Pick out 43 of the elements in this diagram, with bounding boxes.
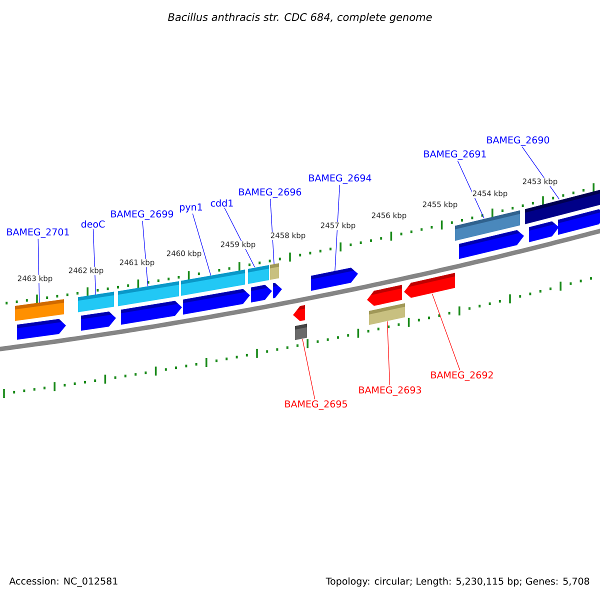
gene-label: cdd1 <box>210 199 233 207</box>
gene-bar <box>295 324 307 340</box>
gene-bar <box>78 292 114 312</box>
gene-block <box>404 272 455 298</box>
gene-block <box>529 221 559 242</box>
gene-block <box>459 230 524 259</box>
gene-bar <box>369 303 405 325</box>
gene-block <box>293 305 305 322</box>
leader-line <box>38 238 40 303</box>
leader-line <box>302 338 316 400</box>
gene-bar <box>118 281 179 306</box>
genome-info-text: Topology: circular; Length: 5,230,115 bp; Genes: 5,708 <box>326 577 590 587</box>
gene-label: deoC <box>81 220 105 228</box>
gene-label: BAMEG_2692 <box>431 371 493 381</box>
gene-label: BAMEG_2696 <box>239 188 302 198</box>
gene-block <box>367 284 402 306</box>
leader-line <box>192 213 212 276</box>
gene-block <box>558 209 600 235</box>
gene-label: BAMEG_2701 <box>7 228 69 238</box>
gene-label: BAMEG_2691 <box>424 150 486 160</box>
leader-line <box>432 294 460 370</box>
gene-block <box>121 300 182 325</box>
leader-line <box>334 184 340 272</box>
gene-label: pyn1 <box>180 204 202 212</box>
accession-text: Accession: NC_012581 <box>9 577 118 587</box>
leader-line <box>386 320 390 386</box>
leader-line <box>270 198 274 264</box>
gene-label: BAMEG_2690 <box>487 136 550 146</box>
gene-bar <box>270 263 279 280</box>
leader-line <box>92 228 96 295</box>
leader-line <box>457 160 484 219</box>
gene-block <box>273 283 282 298</box>
gene-label: BAMEG_2695 <box>285 400 347 410</box>
title: Bacillus anthracis str. CDC 684, complete genome <box>168 12 432 24</box>
gene-label: BAMEG_2694 <box>309 174 372 184</box>
gene-block <box>311 268 358 291</box>
gene-bar <box>248 265 269 284</box>
gene-block <box>17 319 66 340</box>
leader-line <box>142 220 148 287</box>
gene-label: BAMEG_2699 <box>111 210 174 220</box>
gene-bar <box>15 299 64 321</box>
gene-block <box>81 312 116 331</box>
gene-label: BAMEG_2693 <box>359 386 421 396</box>
